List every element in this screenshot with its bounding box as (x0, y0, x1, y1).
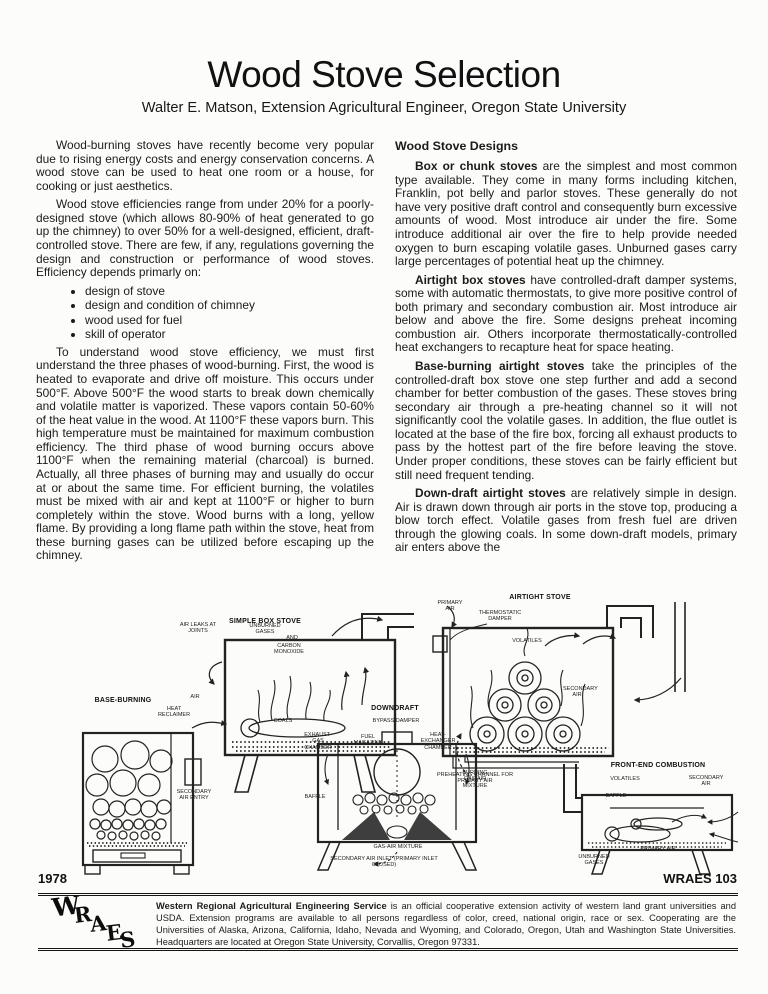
page-title: Wood Stove Selection (207, 54, 561, 95)
publication-year: 1978 (38, 871, 67, 886)
diagram-label: BAFFLE (605, 793, 627, 799)
list-item: design and condition of chimney (85, 299, 374, 313)
diagram-label: AIR LEAKS AT JOINTS (179, 622, 217, 635)
diagram-title: AIRTIGHT STOVE (509, 594, 571, 601)
diagram-base-burning-stove: BASE-BURNING HEAT RECLAIMER SECONDARY AI… (35, 697, 215, 877)
diagram-label: CARBON MONOXIDE (274, 643, 304, 656)
paragraph: Down-draft airtight stoves are relativel… (395, 486, 737, 555)
diagram-title: FRONT-END COMBUSTION (610, 762, 706, 769)
paragraph: Wood stove efficiencies range from under… (36, 197, 374, 280)
diagram-front-end-combustion-stove: FRONT-END COMBUSTION VOLATILES SECONDARY… (552, 762, 747, 887)
paragraph: Wood-burning stoves have recently become… (36, 139, 374, 193)
paragraph: Box or chunk stoves are the simplest and… (395, 159, 737, 269)
diagram-label: SECONDARY AIR ENTRY (176, 789, 212, 802)
footer-box: W R A E S Western Regional Agricultural … (38, 890, 738, 953)
body-columns: Wood-burning stoves have recently become… (36, 139, 737, 597)
diagram-label: COALS (273, 718, 293, 724)
diagram-label: PRIMARY AIR (640, 846, 676, 852)
right-column: Wood Stove Designs Box or chunk stoves a… (395, 139, 737, 597)
publication-line: 1978 WRAES 103 (38, 871, 737, 886)
diagram-label: SECONDARY AIR (563, 686, 598, 699)
diagram-label: VOLATILES (512, 638, 542, 644)
diagram-label: BAFFLE (304, 794, 326, 800)
diagram-title: DOWNDRAFT (371, 705, 419, 712)
diagram-label: FUEL MAGAZINE (353, 734, 383, 747)
wraes-logo: W R A E S (38, 890, 150, 952)
diagram-label: UNBURNED GASES (578, 854, 610, 867)
diagram-simple-box-stove: SIMPLE BOX STOVE AIR LEAKS AT JOINTS UNB… (110, 610, 415, 805)
stove-diagrams-area: SIMPLE BOX STOVE AIR LEAKS AT JOINTS UNB… (0, 592, 768, 893)
paragraph-text: are relatively simple in design. Air is … (395, 486, 737, 555)
paragraph-text: take the principles of the controlled-dr… (395, 359, 737, 482)
list-item: wood used for fuel (85, 313, 374, 328)
section-heading: Wood Stove Designs (395, 139, 519, 153)
paragraph-lead: Base-burning airtight stoves (415, 359, 585, 374)
diagram-label: UNBURNED GASES (249, 623, 281, 636)
paragraph: To understand wood stove efficiency, we … (36, 344, 374, 563)
left-column: Wood-burning stoves have recently become… (36, 139, 374, 597)
diagram-downdraft-stove: DOWNDRAFT BYPASS DAMPER EXHAUST-GAS CHAM… (300, 692, 495, 892)
diagram-title: SIMPLE BOX STOVE (229, 618, 301, 625)
publication-number: WRAES 103 (663, 871, 737, 886)
airtight-stove-drawing (432, 602, 686, 773)
diagram-title: BASE-BURNING (94, 697, 152, 704)
list-item: design of stove (85, 284, 374, 299)
diagram-label: BYPASS DAMPER (372, 718, 420, 724)
paragraph-lead: Airtight box stoves (415, 272, 526, 287)
downdraft-stove-drawing (316, 731, 478, 871)
diagram-label: BURNING GAS/AIR MIXTURE (462, 770, 488, 789)
footer-statement: Western Regional Agricultural Engineerin… (150, 896, 738, 948)
diagram-label: AIR (190, 694, 200, 700)
diagram-label: PRIMARY AIR (437, 600, 463, 613)
paragraph-text: have controlled-draft damper systems, so… (395, 272, 737, 355)
simple-box-stove-drawing (191, 613, 414, 793)
diagram-label: HEAT RECLAIMER (157, 706, 191, 719)
diagram-label: VOLATILES (610, 776, 640, 782)
paragraph-lead: Box or chunk stoves (415, 159, 538, 174)
efficiency-factors-list: design of stove design and condition of … (36, 284, 374, 342)
base-burning-stove-drawing (81, 731, 202, 875)
paragraph-text: are the simplest and most common type av… (395, 159, 737, 269)
front-end-combustion-drawing (563, 764, 739, 875)
footer-text: is an official cooperative extension act… (156, 901, 736, 948)
logo-letter: S (118, 926, 137, 953)
diagram-label: SECONDARY AIR (688, 775, 724, 788)
paragraph-lead: Down-draft airtight stoves (415, 486, 566, 501)
paragraph: Airtight box stoves have controlled-draf… (395, 272, 737, 355)
diagram-label: AND (286, 635, 298, 641)
paragraph: Base-burning airtight stoves take the pr… (395, 359, 737, 482)
diagram-label: HEAT-EXCHANGER CHAMBER (420, 732, 456, 751)
diagram-label: SECONDARY AIR INLET (PRIMARY INLET CLOSE… (330, 856, 438, 869)
list-item: skill of operator (85, 328, 374, 342)
byline: Walter E. Matson, Extension Agricultural… (141, 100, 627, 116)
footer-org-name: Western Regional Agricultural Engineerin… (156, 901, 387, 911)
diagram-label: EXHAUST-GAS CHAMBER (304, 732, 332, 751)
diagram-label: GAS-AIR MIXTURE (373, 844, 423, 850)
diagram-label: THERMOSTATIC DAMPER (478, 610, 522, 623)
